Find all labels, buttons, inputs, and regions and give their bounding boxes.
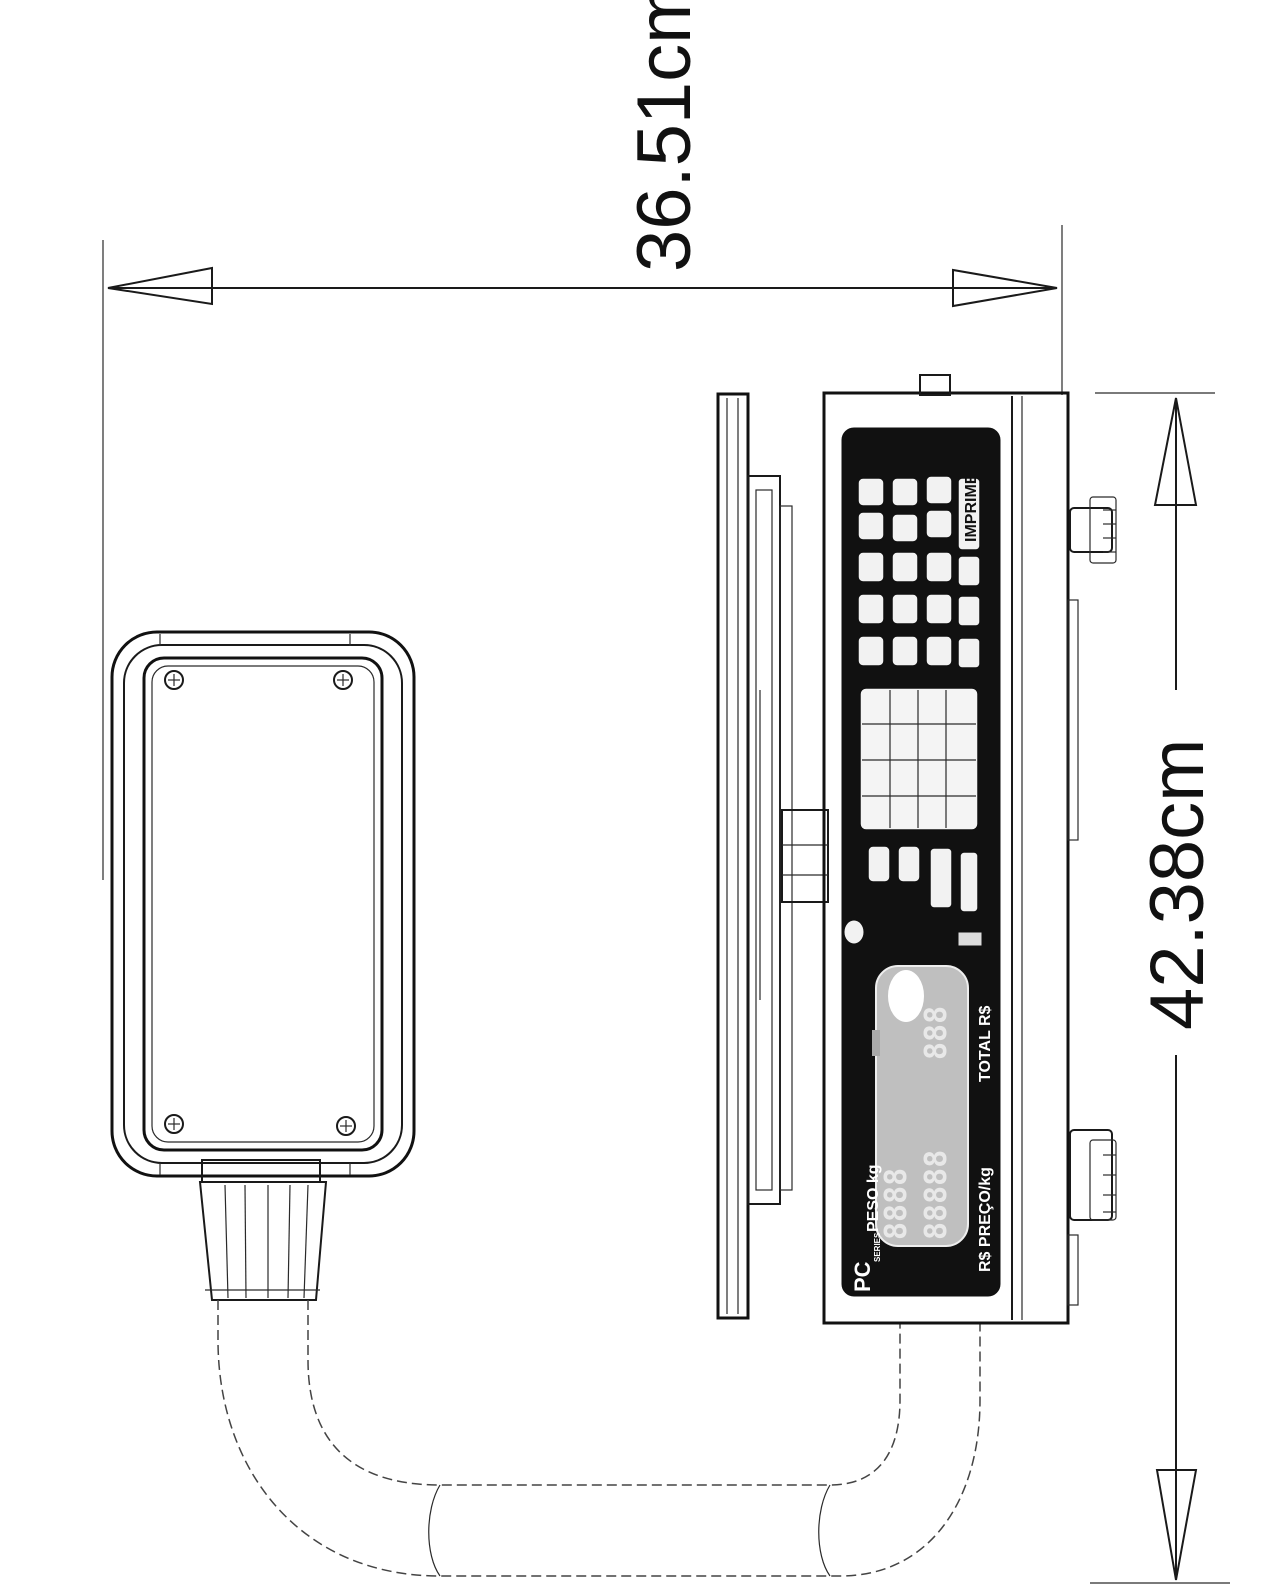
mode-keys xyxy=(867,845,979,913)
width-dimension-label: 36.51cm xyxy=(622,0,707,272)
weight-digits: 8888 xyxy=(879,1168,914,1240)
height-arrow-top xyxy=(1153,397,1198,506)
display-digits: 8888 88888 888 xyxy=(879,1006,954,1240)
plu-key-grid xyxy=(859,687,979,831)
tare-key[interactable] xyxy=(925,509,953,539)
weight-label: PESO kg xyxy=(865,1164,882,1232)
numeric-keypad xyxy=(857,551,981,669)
mode-key[interactable] xyxy=(897,845,921,883)
cable-sleeve-left xyxy=(428,1484,441,1577)
numeric-key[interactable] xyxy=(957,595,981,627)
series-label: SERIES xyxy=(873,1232,882,1262)
plu-grid-background xyxy=(859,687,979,831)
side-plug xyxy=(1067,1234,1079,1306)
price-digits: 88888 xyxy=(919,1150,954,1240)
housing-bezel xyxy=(123,644,403,1164)
weighing-platform xyxy=(716,392,829,1320)
scale-body xyxy=(822,374,1117,1325)
cable-inner-edge xyxy=(307,1300,901,1486)
price-label: R$ PREÇO/kg xyxy=(977,1167,994,1272)
screw-icon xyxy=(336,1116,356,1136)
body-top-knob xyxy=(919,374,951,396)
housing-face xyxy=(142,656,384,1152)
numeric-key[interactable] xyxy=(857,551,885,583)
brand-label: PC xyxy=(850,1261,875,1292)
width-arrow-left xyxy=(107,266,213,306)
print-key-label: IMPRIME xyxy=(963,473,980,542)
height-dimension: 42.38cm xyxy=(1090,392,1230,1584)
platform-plate xyxy=(716,392,750,1320)
numeric-key[interactable] xyxy=(891,551,919,583)
screw-icon xyxy=(164,670,184,690)
cable-sleeve-right xyxy=(818,1484,831,1577)
width-arrow-right xyxy=(952,268,1058,308)
platform-frame xyxy=(779,505,793,1191)
numeric-key[interactable] xyxy=(857,593,885,625)
mode-key[interactable] xyxy=(929,847,953,909)
foot-top xyxy=(1069,496,1117,564)
total-label: TOTAL R$ xyxy=(977,1005,994,1082)
numeric-key[interactable] xyxy=(925,551,953,583)
gland-body xyxy=(198,1181,328,1301)
clear-key[interactable] xyxy=(957,637,981,669)
screw-icon xyxy=(164,1114,184,1134)
housing-outer xyxy=(110,630,416,1178)
status-indicator xyxy=(957,931,983,947)
cable-gland xyxy=(198,1159,328,1301)
total-digits: 888 xyxy=(919,1006,954,1060)
display-glare xyxy=(888,970,924,1022)
remote-display-housing xyxy=(110,630,416,1178)
foot-bottom xyxy=(1069,1129,1117,1221)
housing-face-inner xyxy=(151,665,375,1143)
print-key[interactable] xyxy=(957,477,981,551)
platform-rib xyxy=(755,489,773,1191)
front-panel: IMPRIME xyxy=(841,427,1001,1297)
numeric-key[interactable] xyxy=(891,635,919,667)
function-key[interactable] xyxy=(925,475,953,505)
numeric-key[interactable] xyxy=(857,635,885,667)
status-indicator xyxy=(872,1030,880,1056)
function-key[interactable] xyxy=(891,477,919,507)
side-rail xyxy=(1067,599,1079,841)
function-key[interactable] xyxy=(891,513,919,543)
height-dimension-label: 42.38cm xyxy=(1135,739,1220,1031)
mode-key[interactable] xyxy=(959,851,979,913)
logo-icon xyxy=(843,919,865,945)
width-dimension: 36.51cm xyxy=(102,0,1063,880)
load-cell-column xyxy=(781,809,829,903)
body-outline xyxy=(822,391,1070,1325)
function-keys: IMPRIME xyxy=(857,473,981,551)
numeric-key[interactable] xyxy=(925,635,953,667)
function-key[interactable] xyxy=(857,511,885,541)
numeric-key[interactable] xyxy=(957,555,981,587)
numeric-key[interactable] xyxy=(891,593,919,625)
connection-cable xyxy=(217,1300,981,1577)
display-window: 8888 88888 888 xyxy=(875,965,969,1247)
display-window-bg xyxy=(875,965,969,1247)
height-arrow-bottom xyxy=(1155,1469,1198,1581)
platform-support xyxy=(747,475,781,1205)
numeric-key[interactable] xyxy=(925,593,953,625)
cable-outer-edge xyxy=(217,1300,981,1577)
mode-key[interactable] xyxy=(867,845,891,883)
screw-icon xyxy=(333,670,353,690)
function-key[interactable] xyxy=(857,477,885,507)
